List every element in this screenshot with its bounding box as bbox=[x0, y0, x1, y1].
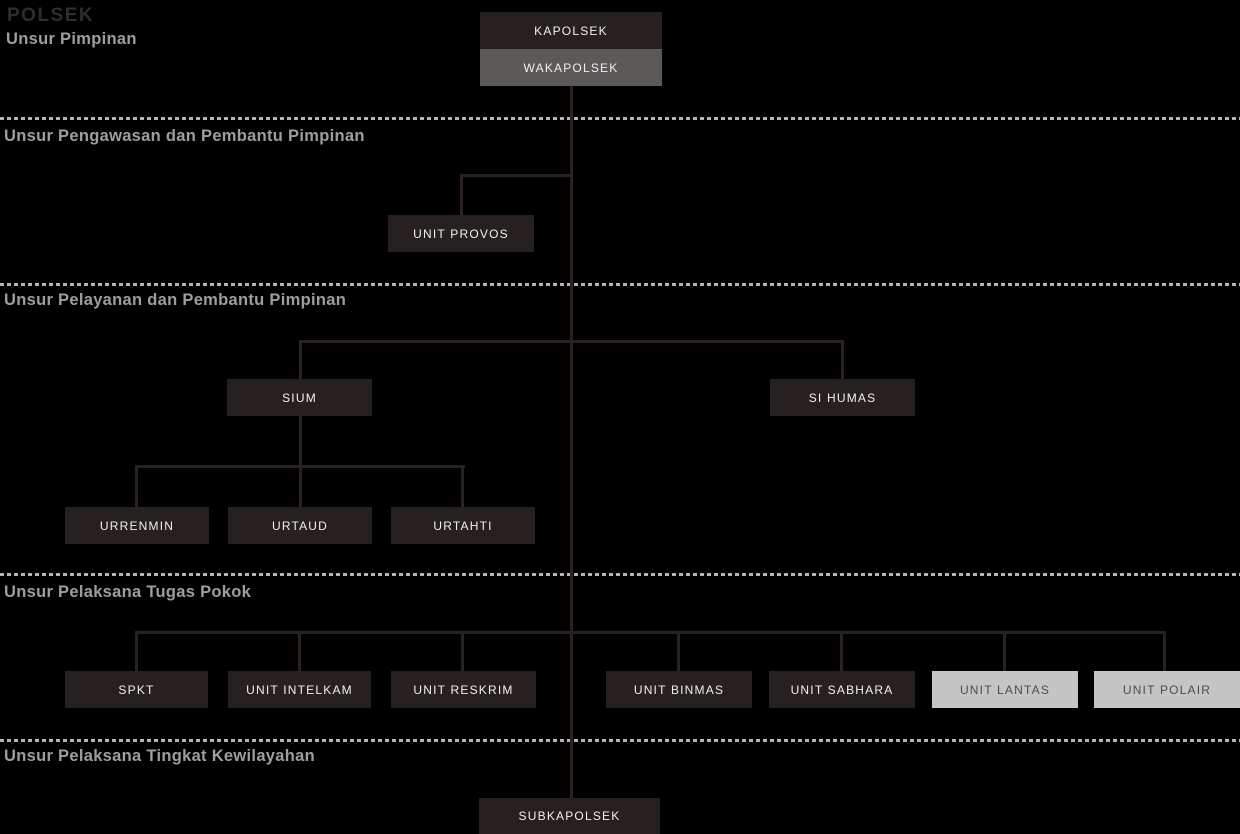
connector-sihumas-drop bbox=[841, 340, 844, 379]
node-urtahti: URTAHTI bbox=[391, 507, 535, 544]
connector-intelkam-drop bbox=[298, 631, 301, 671]
connector-sium-drop bbox=[299, 340, 302, 379]
connector-row3-horizontal bbox=[299, 340, 844, 343]
node-urtaud: URTAUD bbox=[228, 507, 372, 544]
connector-binmas-drop bbox=[677, 631, 680, 671]
connector-provos-horizontal bbox=[460, 174, 573, 177]
node-wakapolsek: WAKAPOLSEK bbox=[480, 49, 662, 86]
node-subkapolsek: SUBKAPOLSEK bbox=[479, 798, 660, 834]
connector-sium-children-horizontal bbox=[135, 465, 465, 468]
node-unit-binmas: UNIT BINMAS bbox=[606, 671, 752, 708]
connector-reskrim-drop bbox=[461, 631, 464, 671]
node-unit-intelkam: UNIT INTELKAM bbox=[228, 671, 371, 708]
connector-sabhara-drop bbox=[840, 631, 843, 671]
section-label-pelaksana: Unsur Pelaksana Tugas Pokok bbox=[4, 583, 252, 601]
section-label-pelayanan: Unsur Pelayanan dan Pembantu Pimpinan bbox=[4, 291, 347, 309]
section-separator bbox=[0, 739, 1240, 742]
connector-row4-horizontal bbox=[135, 631, 1166, 634]
connector-urrenmin-drop bbox=[135, 465, 138, 507]
connector-spkt-drop bbox=[135, 631, 138, 671]
section-label-pengawasan: Unsur Pengawasan dan Pembantu Pimpinan bbox=[4, 127, 365, 145]
node-unit-reskrim: UNIT RESKRIM bbox=[391, 671, 536, 708]
node-sium: SIUM bbox=[227, 379, 372, 416]
connector-trunk bbox=[570, 86, 573, 798]
section-separator bbox=[0, 573, 1240, 576]
connector-provos-drop bbox=[460, 174, 463, 215]
connector-lantas-drop bbox=[1003, 631, 1006, 671]
section-separator bbox=[0, 283, 1240, 286]
node-unit-sabhara: UNIT SABHARA bbox=[769, 671, 915, 708]
node-unit-polair: UNIT POLAIR bbox=[1094, 671, 1240, 708]
section-label-kewilayahan: Unsur Pelaksana Tingkat Kewilayahan bbox=[4, 747, 315, 765]
connector-urtahti-drop bbox=[461, 465, 464, 507]
node-si-humas: SI HUMAS bbox=[770, 379, 915, 416]
connector-sium-stem bbox=[299, 416, 302, 507]
page-title: POLSEK bbox=[7, 5, 95, 26]
node-spkt: SPKT bbox=[65, 671, 208, 708]
node-urrenmin: URRENMIN bbox=[65, 507, 209, 544]
node-unit-lantas: UNIT LANTAS bbox=[932, 671, 1078, 708]
connector-polair-drop bbox=[1163, 631, 1166, 671]
node-kapolsek: KAPOLSEK bbox=[480, 12, 662, 49]
node-unit-provos: UNIT PROVOS bbox=[388, 215, 534, 252]
section-label-pimpinan: Unsur Pimpinan bbox=[6, 30, 137, 48]
section-separator bbox=[0, 117, 1240, 120]
